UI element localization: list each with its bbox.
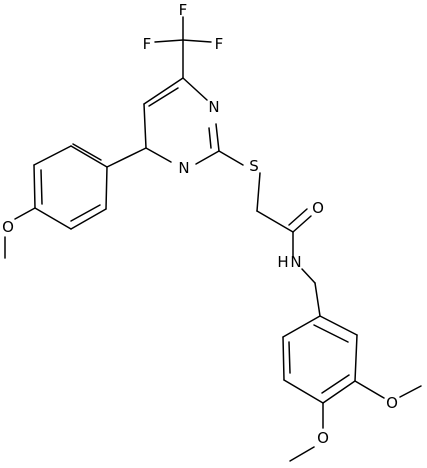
oxygen-atom-label: O [386, 394, 398, 412]
nitrogen-atom-label: N [290, 253, 301, 271]
hydrogen-atom-label: H [277, 253, 288, 271]
methoxyphenyl-group [4, 143, 147, 259]
fluorine-atom-label: F [215, 35, 224, 53]
nitrogen-atom-label: N [178, 159, 189, 177]
fluorine-atom-label: F [179, 1, 188, 19]
trifluoromethyl-group [154, 16, 212, 79]
oxygen-atom-label: O [312, 199, 324, 217]
sulfur-atom-label: S [249, 157, 259, 175]
oxygen-atom-label: O [2, 218, 14, 236]
thioacetamide-linker [218, 150, 316, 284]
pyrimidine-ring [143, 77, 220, 165]
nitrogen-atom-label: N [208, 98, 219, 116]
oxygen-atom-label: O [317, 429, 329, 447]
dimethoxybenzyl-group [282, 282, 422, 462]
fluorine-atom-label: F [143, 35, 152, 53]
